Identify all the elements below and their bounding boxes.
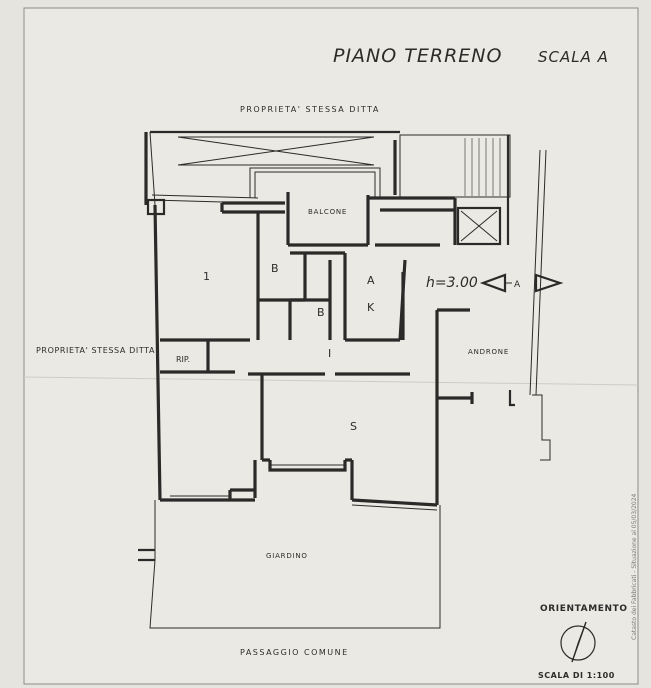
fold-line xyxy=(23,376,639,386)
top-neighbor-label: PROPRIETA' STESSA DITTA xyxy=(240,105,380,114)
label-kitchen-k: K xyxy=(367,301,375,314)
scale-label: SCALA A xyxy=(538,48,609,66)
left-neighbor-label: PROPRIETA' STESSA DITTA xyxy=(36,346,155,355)
section-marker-label: A xyxy=(514,280,521,290)
drawing-title: PIANO TERRENO xyxy=(333,45,502,67)
label-room-1: 1 xyxy=(203,270,210,283)
label-bath-2: B xyxy=(317,306,325,319)
bottom-label: PASSAGGIO COMUNE xyxy=(240,648,349,657)
label-androne: ANDRONE xyxy=(468,348,509,356)
sheet-border xyxy=(23,7,639,685)
scale-ratio: SCALA DI 1:100 xyxy=(538,671,615,680)
label-balcone: BALCONE xyxy=(308,208,347,216)
north-arrow-icon xyxy=(560,621,596,663)
label-bath-1: B xyxy=(271,262,279,275)
east-boundary xyxy=(508,149,551,461)
section-marker-right: A xyxy=(514,273,564,293)
side-stamp: Catasto dei Fabbricati - Situazione al 0… xyxy=(631,493,638,640)
height-note: h=3.00 xyxy=(426,275,478,291)
section-marker-left xyxy=(479,273,512,293)
label-giardino: GIARDINO xyxy=(266,552,308,560)
apartment-walls xyxy=(146,140,474,511)
label-living: S xyxy=(350,420,357,433)
label-rip: RIP. xyxy=(176,355,190,364)
orientation-label: ORIENTAMENTO xyxy=(540,604,628,614)
staircase xyxy=(399,134,511,246)
garden-outline xyxy=(138,500,441,629)
label-kitchen-a: A xyxy=(367,274,375,287)
label-hall: I xyxy=(328,347,331,360)
